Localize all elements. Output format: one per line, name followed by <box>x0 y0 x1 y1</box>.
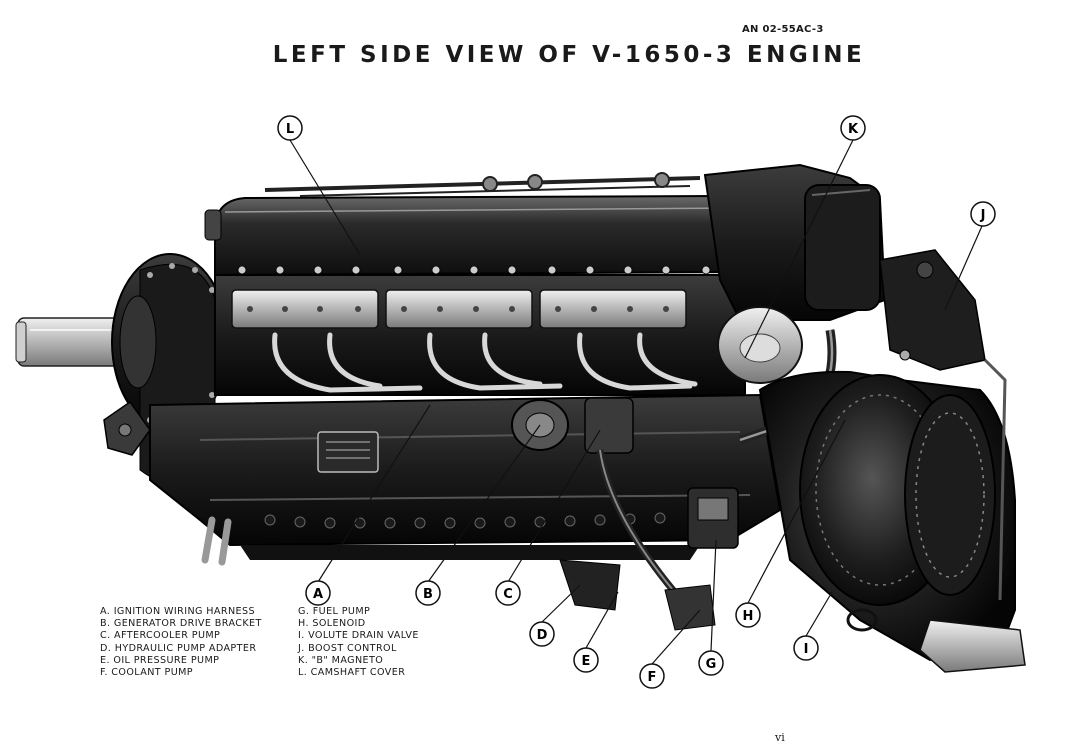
callout-A: A <box>305 580 331 606</box>
figure-title: LEFT SIDE VIEW OF V-1650-3 ENGINE <box>272 42 866 68</box>
magneto-housing <box>703 163 887 445</box>
legend-item-b: B. GENERATOR DRIVE BRACKET <box>100 618 262 630</box>
callout-letter: A <box>313 587 323 602</box>
page-number: vi <box>775 731 785 744</box>
callout-B: B <box>415 580 441 606</box>
document-number: AN 02-55AC-3 <box>742 24 824 35</box>
legend-item-e: E. OIL PRESSURE PUMP <box>100 654 220 666</box>
legend-item-d: D. HYDRAULIC PUMP ADAPTER <box>100 642 257 654</box>
callout-F: F <box>639 663 665 689</box>
callout-letter: I <box>804 642 809 657</box>
callout-letter: J <box>980 208 986 223</box>
legend-item-c: C. AFTERCOOLER PUMP <box>100 630 221 642</box>
legend-item-a: A. IGNITION WIRING HARNESS <box>100 606 255 617</box>
callout-letter: G <box>706 657 717 672</box>
callout-letter: K <box>848 122 859 137</box>
legend-item-g: G. FUEL PUMP <box>298 606 371 617</box>
callout-E: E <box>573 647 599 673</box>
callout-leaders <box>289 139 983 665</box>
legend-column-left: A. IGNITION WIRING HARNESS B. GENERATOR … <box>100 606 262 679</box>
callout-H: H <box>735 602 761 628</box>
callout-letter: D <box>537 628 548 643</box>
accessory-drives <box>511 397 739 631</box>
legend-item-h: H. SOLENOID <box>298 618 366 630</box>
callout-I: I <box>793 635 819 661</box>
callout-letter: B <box>423 587 433 602</box>
legend-item-j: J. BOOST CONTROL <box>298 642 397 654</box>
upper-piping <box>264 172 701 197</box>
camshaft-cover <box>204 194 746 277</box>
callout-letter: C <box>503 587 513 602</box>
supercharger <box>758 249 1026 673</box>
callout-letter: E <box>582 654 591 669</box>
callout-J: J <box>970 201 996 227</box>
legend-column-right: G. FUEL PUMP H. SOLENOID I. VOLUTE DRAIN… <box>298 606 419 679</box>
callout-K: K <box>840 115 866 141</box>
legend-item-k: K. "B" MAGNETO <box>298 654 384 666</box>
callout-letter: H <box>743 609 754 624</box>
callout-G: G <box>698 650 724 676</box>
callout-C: C <box>495 580 521 606</box>
callout-L: L <box>277 115 303 141</box>
cylinder-block <box>214 274 746 396</box>
legend-item-i: I. VOLUTE DRAIN VALVE <box>298 630 419 642</box>
crankcase <box>149 393 782 566</box>
callout-D: D <box>529 621 555 647</box>
propeller-shaft <box>15 317 127 367</box>
legend-item-f: F. COOLANT PUMP <box>100 667 193 679</box>
callout-letter: L <box>286 122 294 137</box>
legend-item-l: L. CAMSHAFT COVER <box>298 667 406 679</box>
callout-letter: F <box>648 670 657 685</box>
